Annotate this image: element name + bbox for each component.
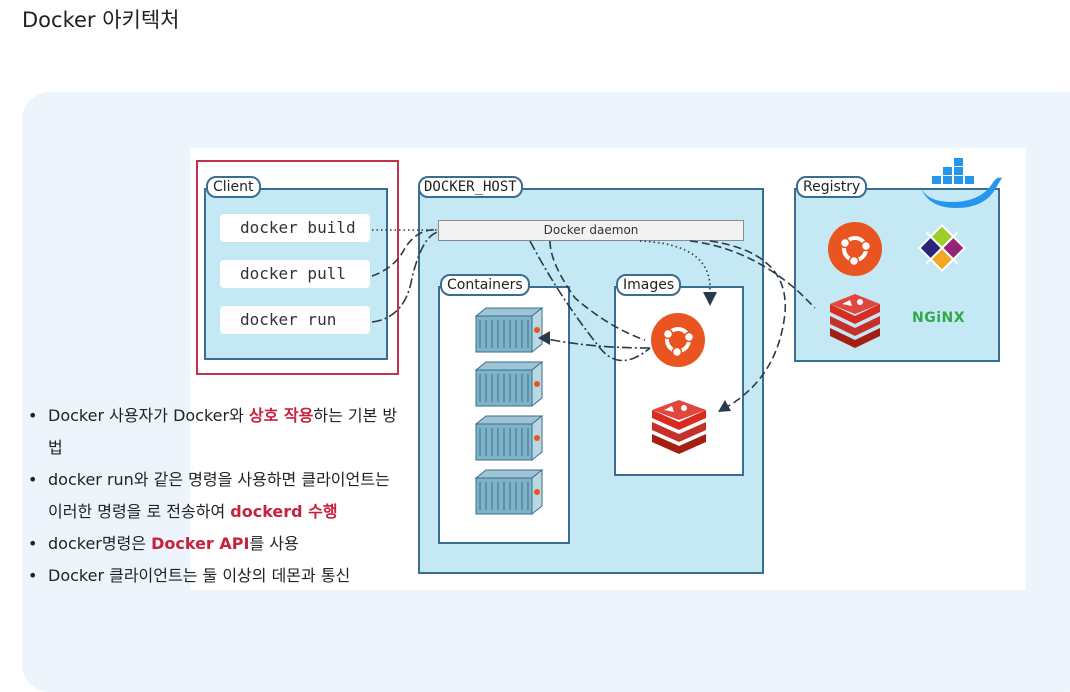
ubuntu-icon xyxy=(828,222,882,276)
architecture-diagram: Client docker build docker pull docker r… xyxy=(190,148,1026,590)
connector-lines xyxy=(371,229,816,409)
container-icon xyxy=(474,468,544,516)
bullet-text: docker명령은 xyxy=(48,534,152,553)
redis-icon xyxy=(652,400,706,454)
centos-icon xyxy=(917,223,967,273)
bullet-text: Docker 사용자가 Docker와 xyxy=(48,406,249,425)
docker-host-label: DOCKER_HOST xyxy=(418,176,523,198)
bullet-item: docker run와 같은 명령을 사용하면 클라이언트는 이러한 명령을 로… xyxy=(24,464,404,528)
bullet-text: 를 사용 xyxy=(249,534,299,553)
images-label: Images xyxy=(616,274,682,296)
bullet-emphasis: dockerd 수행 xyxy=(230,502,338,521)
bullet-text: Docker 클라이언트는 둘 이상의 데몬과 통신 xyxy=(48,566,351,585)
bullet-item: Docker 사용자가 Docker와 상호 작용하는 기본 방법 xyxy=(24,400,404,464)
bullet-emphasis: 상호 작용 xyxy=(248,406,314,425)
page-title: Docker 아키텍처 xyxy=(22,8,180,32)
bullet-text: 하는 기본 방법 xyxy=(48,406,398,457)
diagram-graphics xyxy=(371,158,1002,516)
cmd-docker-build: docker build xyxy=(220,214,370,242)
connector-arrows xyxy=(538,292,731,412)
container-icon xyxy=(474,360,544,408)
container-icon xyxy=(474,414,544,462)
bullet-item: docker명령은 Docker API를 사용 xyxy=(24,528,404,560)
registry-box xyxy=(794,188,1000,362)
nginx-logo: NGiNX xyxy=(912,310,966,326)
client-highlight xyxy=(196,160,399,375)
bullet-text: docker run와 같은 명령을 사용하면 클라이언트는 이러한 명령을 로… xyxy=(48,470,390,521)
client-label: Client xyxy=(206,176,261,198)
container-icon xyxy=(474,306,544,354)
bullet-list: Docker 사용자가 Docker와 상호 작용하는 기본 방법 docker… xyxy=(24,400,404,592)
container-stack xyxy=(474,306,544,516)
bullet-emphasis: Docker API xyxy=(151,534,250,553)
redis-icon xyxy=(830,294,880,348)
ubuntu-icon xyxy=(651,313,705,367)
cmd-docker-pull: docker pull xyxy=(220,260,370,288)
cmd-docker-run: docker run xyxy=(220,306,370,334)
docker-whale-icon xyxy=(920,158,1002,208)
registry-label: Registry xyxy=(796,176,868,198)
bullet-item: Docker 클라이언트는 둘 이상의 데몬과 통신 xyxy=(24,560,404,592)
docker-daemon-bar: Docker daemon xyxy=(438,220,744,241)
containers-label: Containers xyxy=(440,274,530,296)
